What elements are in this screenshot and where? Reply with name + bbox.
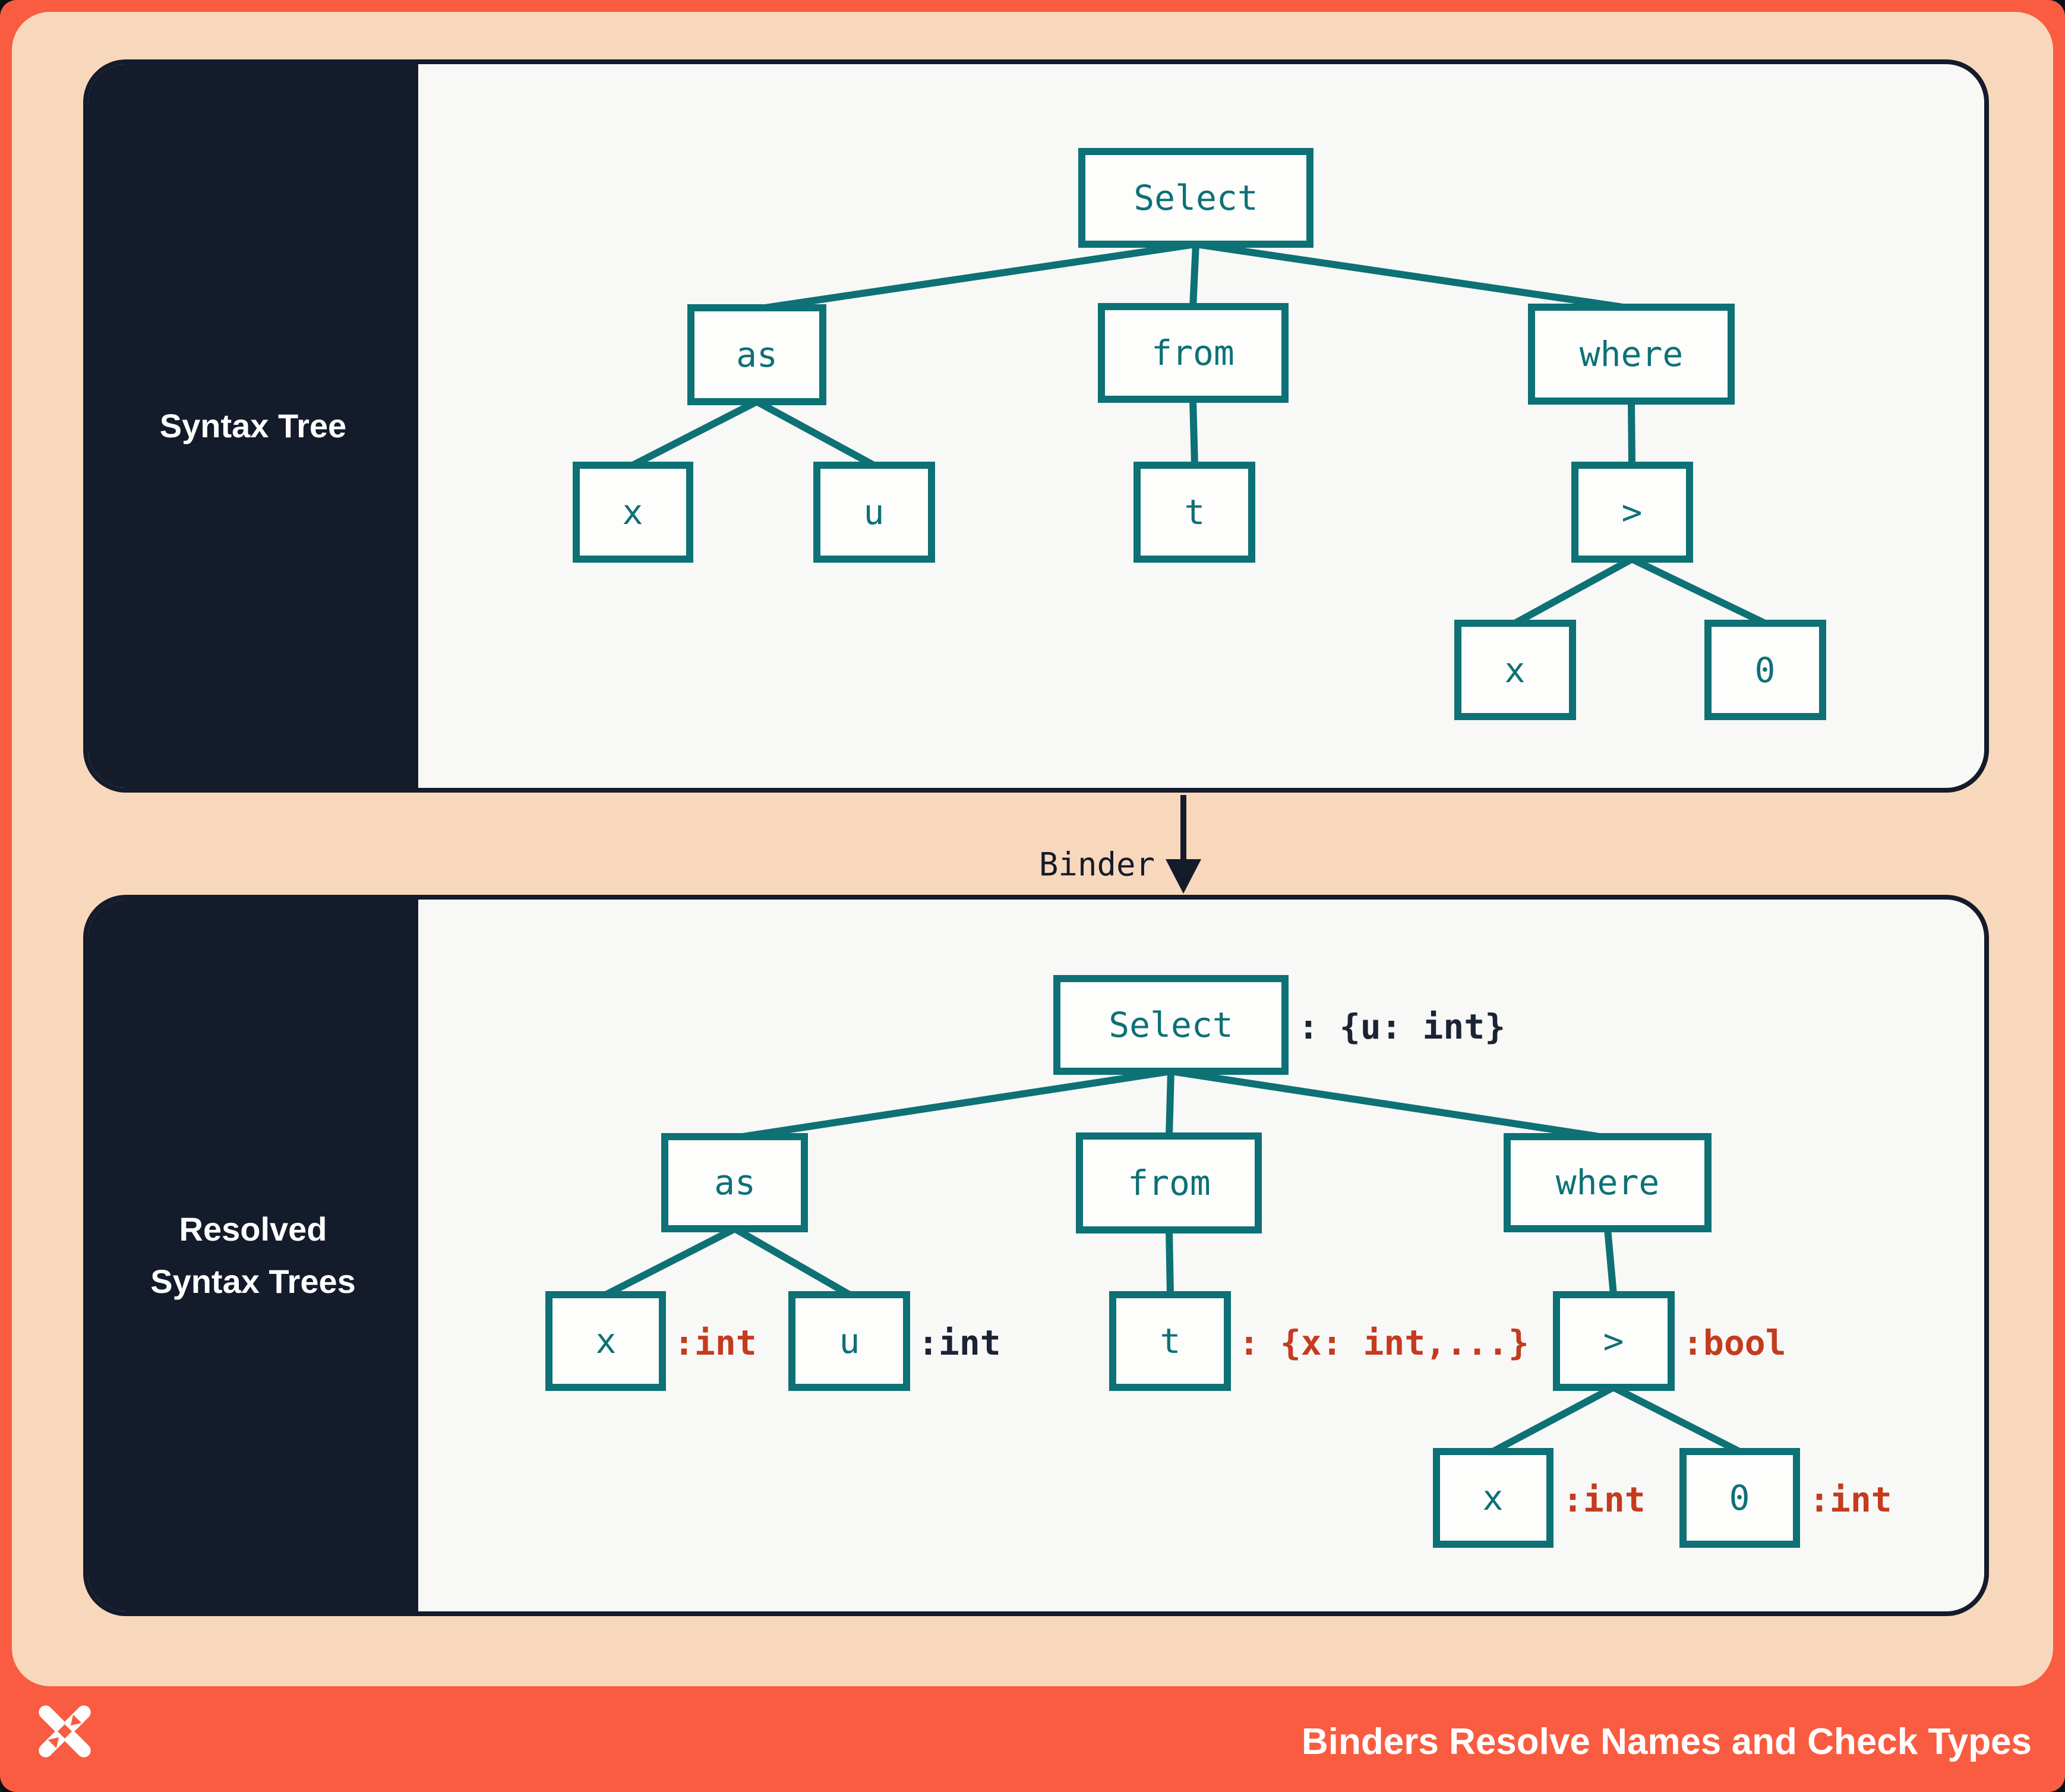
resolved-panel-title-line2: Syntax Trees — [150, 1263, 356, 1300]
resolved-syntax-trees-panel-sidebar: Resolved Syntax Trees — [88, 900, 418, 1611]
resolved-panel-title-line1: Resolved — [179, 1210, 327, 1248]
x-pinwheel-logo — [39, 1705, 91, 1758]
syntax-tree-panel-sidebar: Syntax Tree — [88, 64, 418, 788]
slide-title: Binders Resolve Names and Check Types — [1301, 1721, 2032, 1762]
resolved-syntax-trees-panel: Resolved Syntax Trees — [83, 895, 1989, 1616]
syntax-tree-panel-title: Syntax Tree — [159, 407, 347, 445]
syntax-tree-panel: Syntax Tree — [83, 59, 1989, 793]
